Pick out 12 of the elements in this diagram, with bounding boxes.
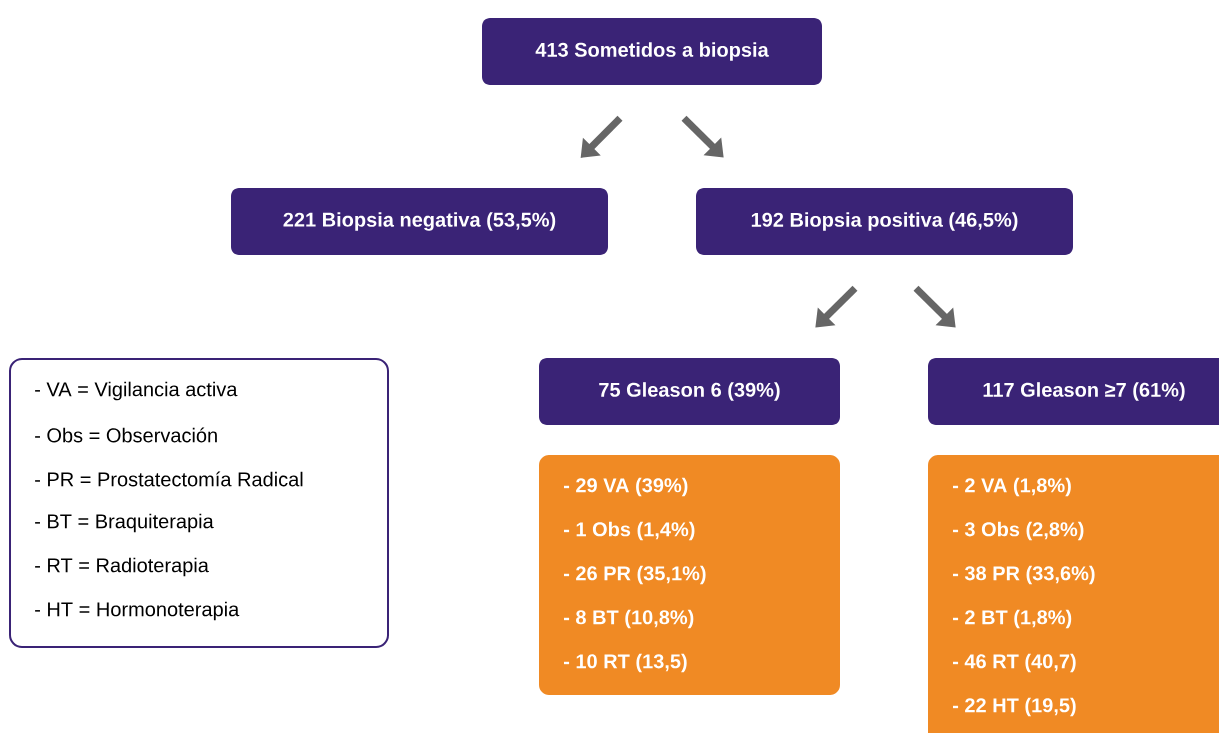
process-box: 413 Sometidos a biopsia [482, 18, 822, 85]
process-box: 221 Biopsia negativa (53,5%) [231, 188, 608, 255]
legend-box: - VA = Vigilancia activa - Obs = Observación - PR = Prostatectomía Radical - BT = Braquiterapia - RT = Radioterapia - HT = Hormonoterapia [9, 358, 389, 648]
process-box: 75 Gleason 6 (39%) [539, 358, 840, 425]
arrow [580, 115, 623, 158]
treatment-box: - 29 VA (39%) - 1 Obs (1,4%) - 26 PR (35,1%) - 8 BT (10,8%) - 10 RT (13,5) [539, 455, 840, 695]
arrow [681, 115, 724, 158]
process-box: 117 Gleason ≥7 (61%) [928, 358, 1219, 425]
treatment-box: - 2 VA (1,8%) - 3 Obs (2,8%) - 38 PR (33,6%) - 2 BT (1,8%) - 46 RT (40,7) - 22 HT (19,5) [928, 455, 1219, 733]
process-box: 192 Biopsia positiva (46,5%) [696, 188, 1073, 255]
arrow [913, 285, 956, 328]
arrow [815, 285, 858, 328]
